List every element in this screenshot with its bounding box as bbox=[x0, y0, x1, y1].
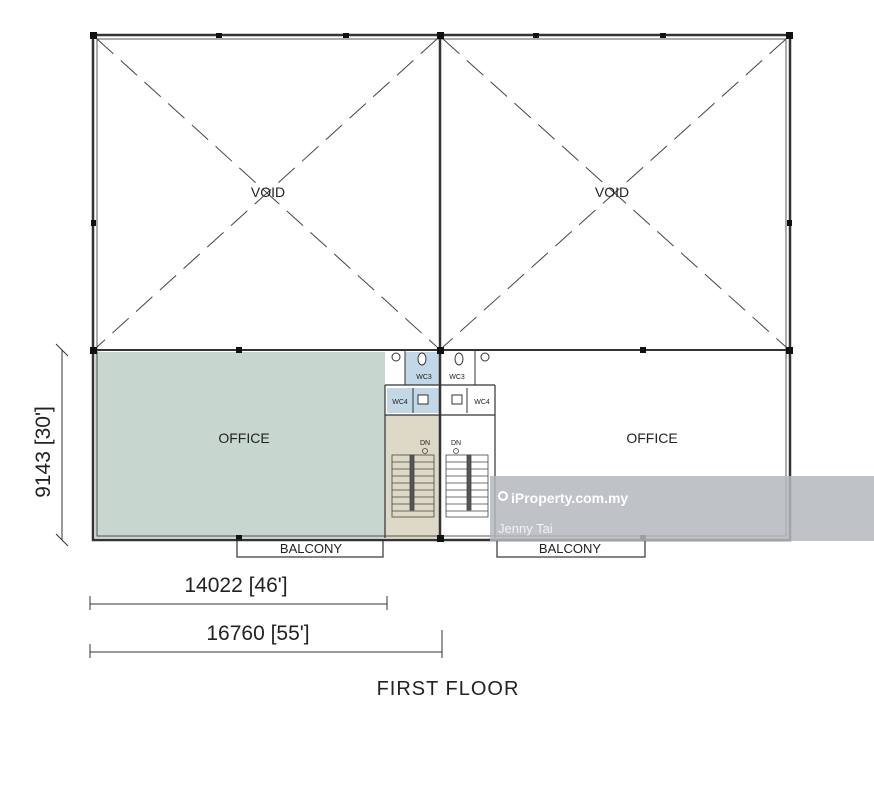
void-right-label: VOID bbox=[595, 184, 629, 200]
watermark: iProperty.com.my Jenny Tai bbox=[490, 476, 874, 541]
watermark-agent: Jenny Tai bbox=[498, 521, 553, 536]
balcony-left-label: BALCONY bbox=[280, 541, 342, 556]
office-right-label: OFFICE bbox=[626, 430, 677, 446]
wc3-right-label: WC3 bbox=[449, 374, 465, 381]
stairs bbox=[391, 448, 489, 518]
void-left-label: VOID bbox=[251, 184, 285, 200]
watermark-brand: iProperty.com.my bbox=[511, 490, 628, 506]
dn-left-label: DN bbox=[420, 440, 430, 447]
void-crosses bbox=[96, 38, 787, 348]
height-dimension-label: 9143 [30'] bbox=[32, 406, 55, 498]
wc4-right-label: WC4 bbox=[474, 399, 490, 406]
inner-width-dimension-label: 14022 [46'] bbox=[184, 574, 287, 597]
total-width-dimension-label: 16760 [55'] bbox=[206, 622, 309, 645]
wc3-left-label: WC3 bbox=[416, 374, 432, 381]
wc4-left-label: WC4 bbox=[392, 399, 408, 406]
dimension-lines bbox=[55, 343, 443, 658]
office-left-fill bbox=[95, 352, 385, 538]
location-pin-icon bbox=[498, 491, 508, 501]
dn-right-label: DN bbox=[451, 440, 461, 447]
balcony-right-label: BALCONY bbox=[539, 541, 601, 556]
toilet-icons bbox=[391, 352, 490, 405]
office-left-label: OFFICE bbox=[218, 430, 269, 446]
floor-title: FIRST FLOOR bbox=[377, 678, 520, 700]
columns bbox=[90, 32, 793, 542]
